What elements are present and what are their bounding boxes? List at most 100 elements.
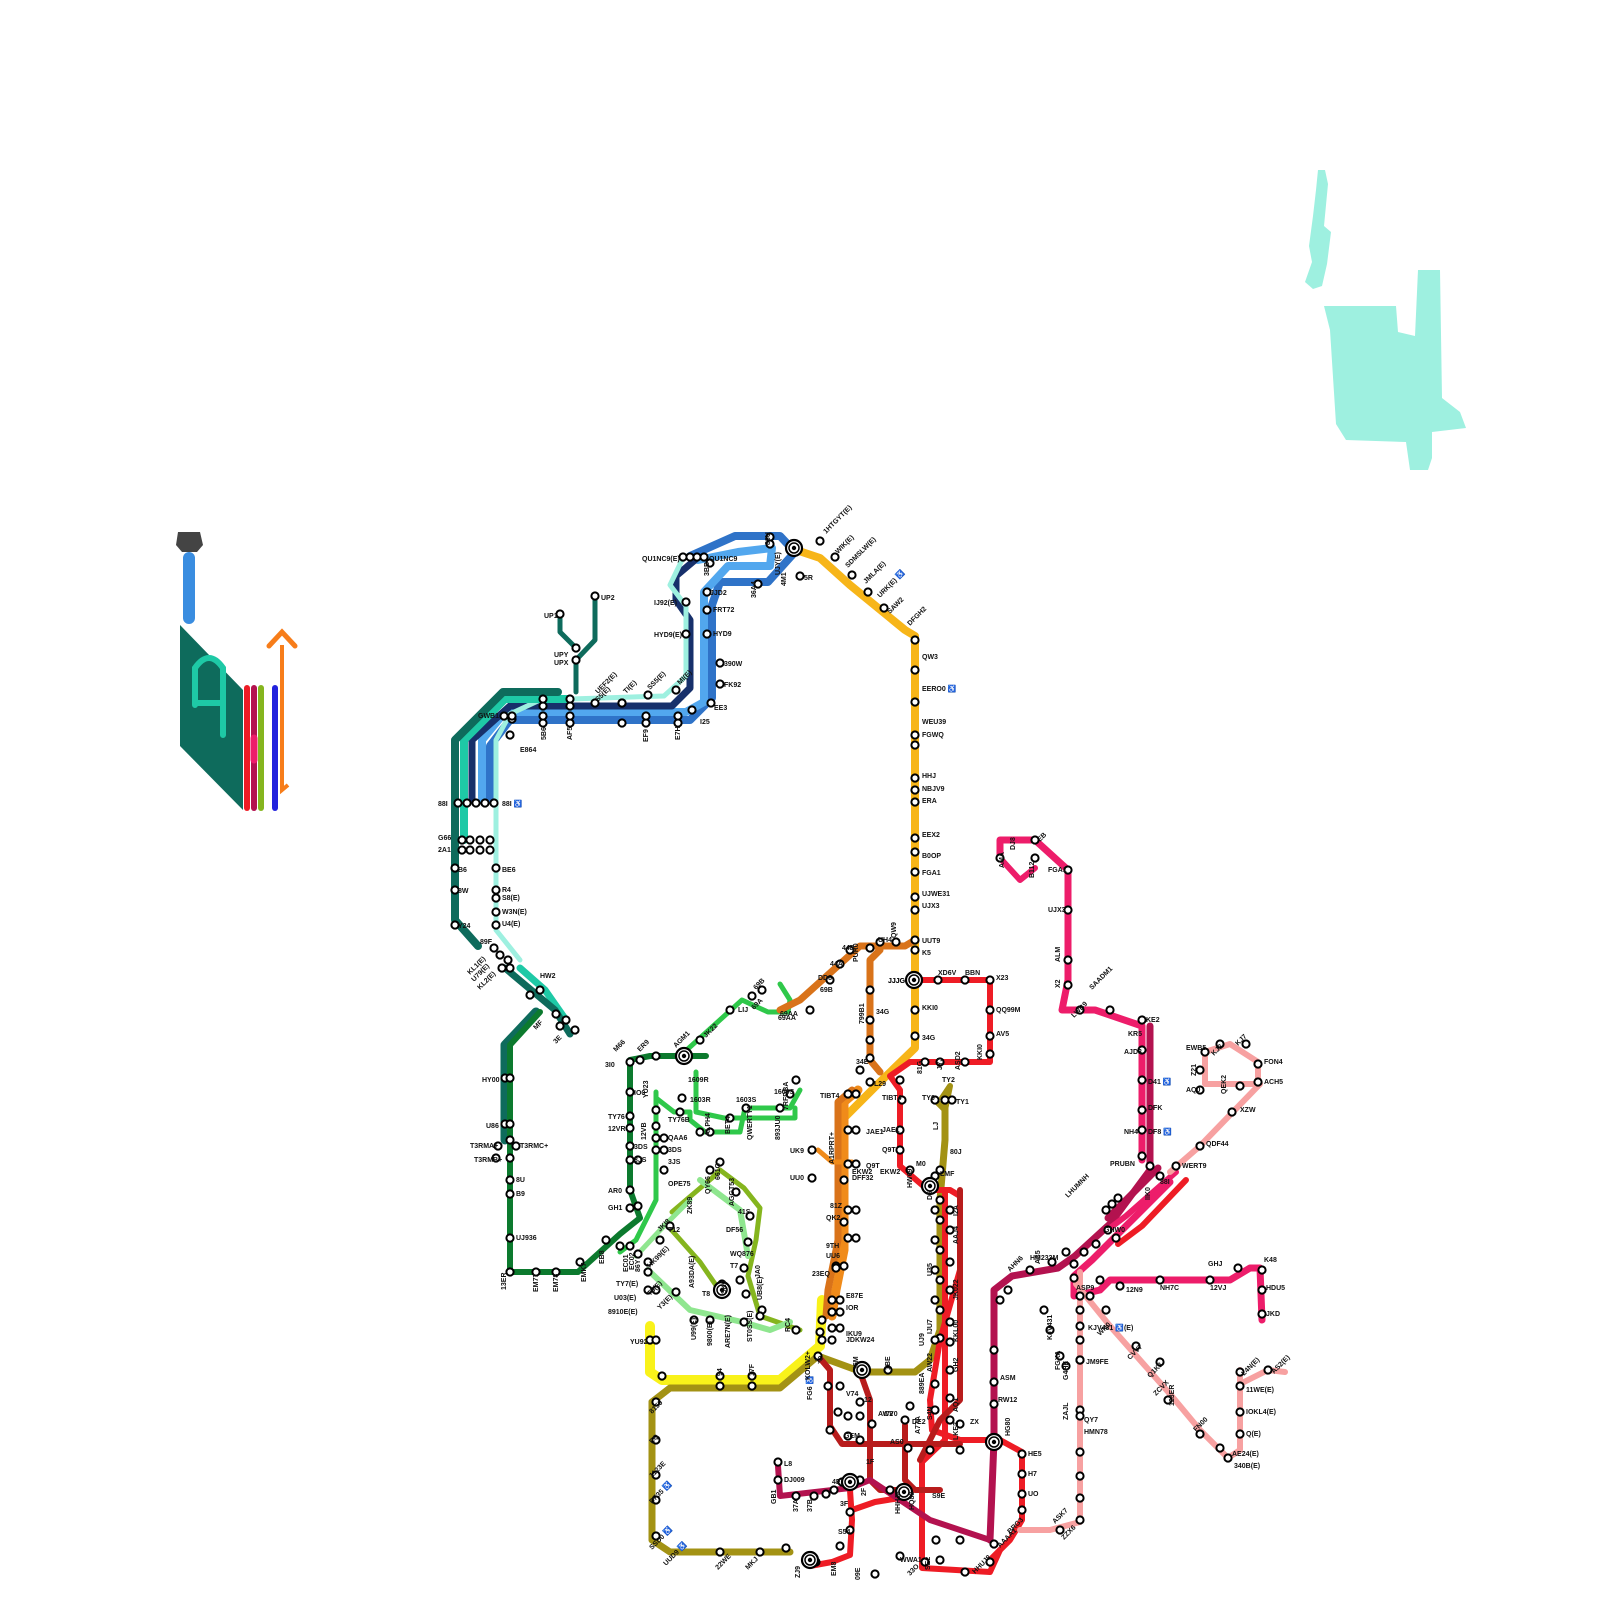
station-marker[interactable] bbox=[1138, 1106, 1145, 1113]
station-marker[interactable] bbox=[466, 836, 473, 843]
station-marker[interactable] bbox=[931, 1336, 938, 1343]
station-marker[interactable] bbox=[1056, 1526, 1063, 1533]
station-marker[interactable] bbox=[1096, 1276, 1103, 1283]
station-marker[interactable] bbox=[1258, 1266, 1265, 1273]
station-marker[interactable] bbox=[1076, 1322, 1083, 1329]
station-marker[interactable] bbox=[476, 846, 483, 853]
station-marker[interactable] bbox=[818, 1316, 825, 1323]
station-marker[interactable] bbox=[506, 1074, 513, 1081]
station-marker[interactable] bbox=[652, 1052, 659, 1059]
interchange-station[interactable] bbox=[986, 1434, 1002, 1450]
station-marker[interactable] bbox=[911, 893, 918, 900]
station-marker[interactable] bbox=[986, 976, 993, 983]
station-marker[interactable] bbox=[1138, 1076, 1145, 1083]
station-marker[interactable] bbox=[572, 644, 579, 651]
station-marker[interactable] bbox=[1172, 1162, 1179, 1169]
station-marker[interactable] bbox=[1076, 1448, 1083, 1455]
station-marker[interactable] bbox=[840, 1218, 847, 1225]
station-marker[interactable] bbox=[956, 1536, 963, 1543]
station-marker[interactable] bbox=[840, 1176, 847, 1183]
station-marker[interactable] bbox=[536, 986, 543, 993]
station-marker[interactable] bbox=[844, 1234, 851, 1241]
station-marker[interactable] bbox=[901, 1416, 908, 1423]
station-marker[interactable] bbox=[852, 1126, 859, 1133]
station-marker[interactable] bbox=[911, 774, 918, 781]
station-marker[interactable] bbox=[1070, 1260, 1077, 1267]
station-marker[interactable] bbox=[566, 712, 573, 719]
station-marker[interactable] bbox=[1018, 1450, 1025, 1457]
station-marker[interactable] bbox=[458, 846, 465, 853]
station-marker[interactable] bbox=[496, 951, 503, 958]
station-marker[interactable] bbox=[911, 1032, 918, 1039]
station-marker[interactable] bbox=[1076, 1336, 1083, 1343]
station-marker[interactable] bbox=[911, 906, 918, 913]
station-marker[interactable] bbox=[1236, 1082, 1243, 1089]
station-marker[interactable] bbox=[481, 799, 488, 806]
station-marker[interactable] bbox=[844, 1412, 851, 1419]
station-marker[interactable] bbox=[463, 799, 470, 806]
station-marker[interactable] bbox=[911, 731, 918, 738]
station-marker[interactable] bbox=[748, 992, 755, 999]
station-marker[interactable] bbox=[866, 986, 873, 993]
station-marker[interactable] bbox=[832, 1264, 839, 1271]
station-marker[interactable] bbox=[740, 1264, 747, 1271]
station-marker[interactable] bbox=[911, 798, 918, 805]
station-marker[interactable] bbox=[1196, 1142, 1203, 1149]
station-marker[interactable] bbox=[796, 572, 803, 579]
station-marker[interactable] bbox=[844, 1090, 851, 1097]
station-marker[interactable] bbox=[492, 886, 499, 893]
station-marker[interactable] bbox=[774, 1458, 781, 1465]
station-marker[interactable] bbox=[552, 1010, 559, 1017]
station-marker[interactable] bbox=[932, 1536, 939, 1543]
station-marker[interactable] bbox=[824, 1382, 831, 1389]
station-marker[interactable] bbox=[828, 1308, 835, 1315]
station-marker[interactable] bbox=[911, 1006, 918, 1013]
station-marker[interactable] bbox=[856, 1412, 863, 1419]
station-marker[interactable] bbox=[506, 1190, 513, 1197]
station-marker[interactable] bbox=[498, 964, 505, 971]
station-marker[interactable] bbox=[726, 1006, 733, 1013]
station-marker[interactable] bbox=[706, 1166, 713, 1173]
station-marker[interactable] bbox=[652, 1122, 659, 1129]
station-marker[interactable] bbox=[948, 1096, 955, 1103]
station-marker[interactable] bbox=[1254, 1060, 1261, 1067]
station-marker[interactable] bbox=[1224, 1454, 1231, 1461]
station-marker[interactable] bbox=[911, 848, 918, 855]
station-marker[interactable] bbox=[911, 936, 918, 943]
station-marker[interactable] bbox=[782, 1544, 789, 1551]
station-marker[interactable] bbox=[556, 1022, 563, 1029]
station-marker[interactable] bbox=[836, 1308, 843, 1315]
station-marker[interactable] bbox=[1234, 1264, 1241, 1271]
station-marker[interactable] bbox=[636, 1056, 643, 1063]
station-marker[interactable] bbox=[1076, 1516, 1083, 1523]
station-marker[interactable] bbox=[866, 944, 873, 951]
station-marker[interactable] bbox=[1216, 1444, 1223, 1451]
station-marker[interactable] bbox=[1026, 1266, 1033, 1273]
station-marker[interactable] bbox=[836, 1542, 843, 1549]
interchange-station[interactable] bbox=[906, 972, 922, 988]
station-marker[interactable] bbox=[936, 1216, 943, 1223]
station-marker[interactable] bbox=[742, 1290, 749, 1297]
station-marker[interactable] bbox=[616, 1242, 623, 1249]
station-marker[interactable] bbox=[566, 695, 573, 702]
station-marker[interactable] bbox=[736, 1276, 743, 1283]
station-marker[interactable] bbox=[844, 1206, 851, 1213]
station-marker[interactable] bbox=[911, 868, 918, 875]
station-marker[interactable] bbox=[626, 1124, 633, 1131]
station-marker[interactable] bbox=[911, 636, 918, 643]
station-marker[interactable] bbox=[571, 1026, 578, 1033]
station-marker[interactable] bbox=[716, 1548, 723, 1555]
station-marker[interactable] bbox=[828, 1324, 835, 1331]
station-marker[interactable] bbox=[911, 786, 918, 793]
station-marker[interactable] bbox=[626, 1058, 633, 1065]
station-marker[interactable] bbox=[652, 1146, 659, 1153]
station-marker[interactable] bbox=[936, 1246, 943, 1253]
station-marker[interactable] bbox=[816, 537, 823, 544]
station-marker[interactable] bbox=[956, 1446, 963, 1453]
station-marker[interactable] bbox=[500, 712, 507, 719]
station-marker[interactable] bbox=[1070, 1274, 1077, 1281]
station-marker[interactable] bbox=[1102, 1206, 1109, 1213]
station-marker[interactable] bbox=[562, 1016, 569, 1023]
station-marker[interactable] bbox=[618, 699, 625, 706]
station-marker[interactable] bbox=[986, 1006, 993, 1013]
